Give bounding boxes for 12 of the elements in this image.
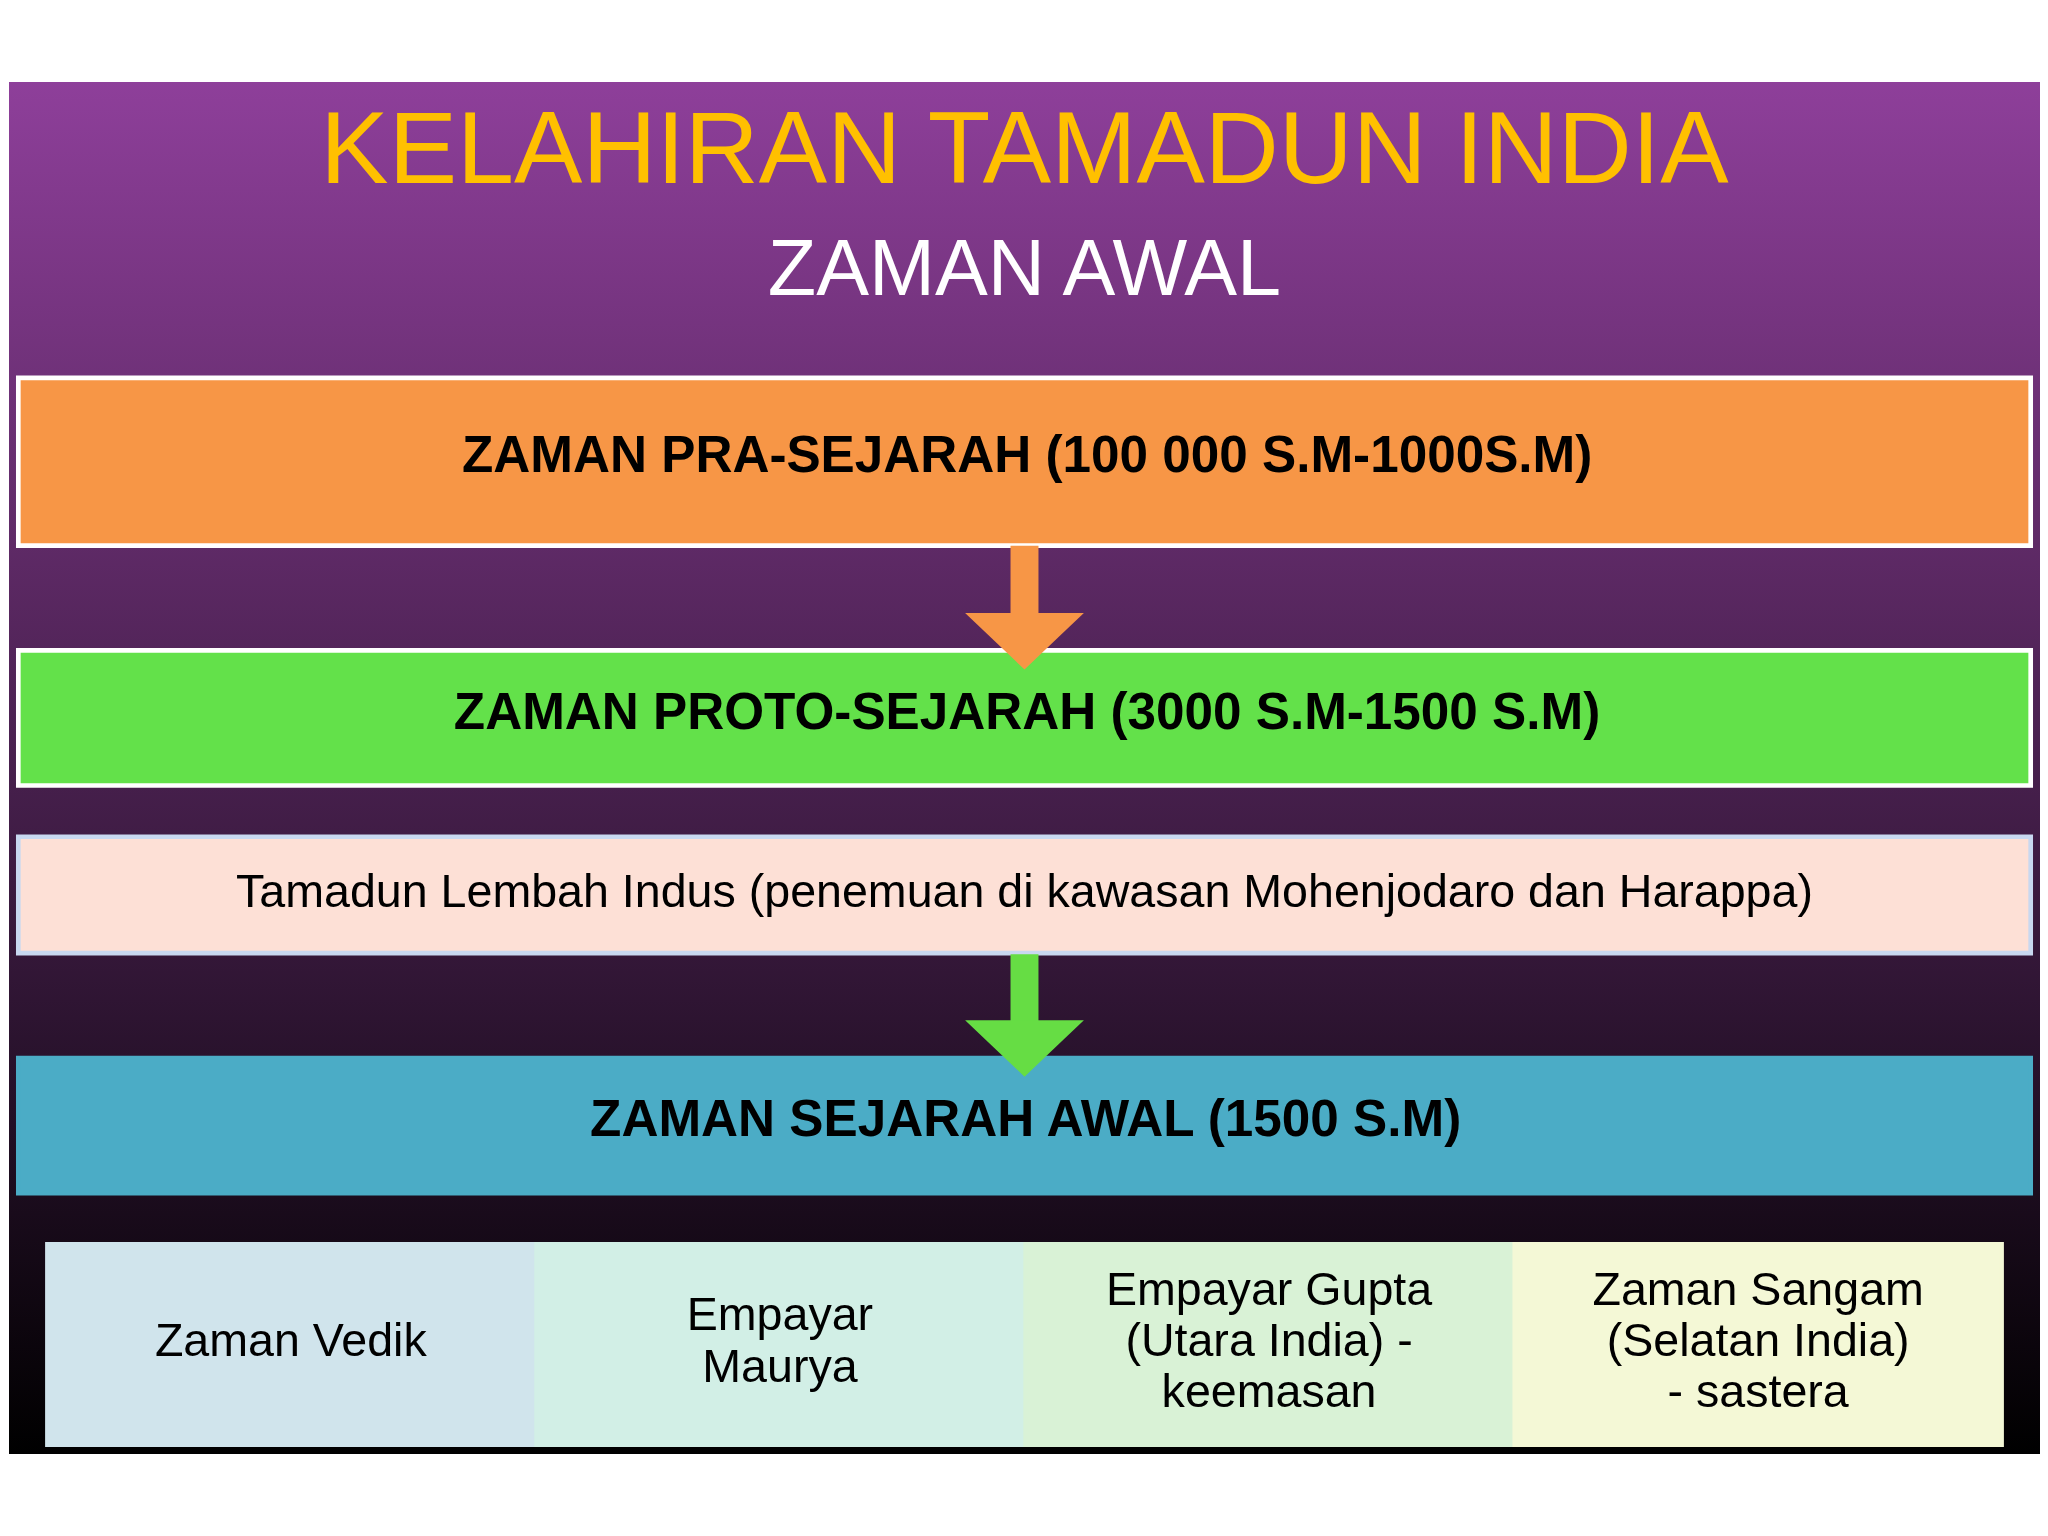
label: ZAMAN AWAL (767, 222, 1281, 312)
node-box: Zaman Vedik (44, 1242, 537, 1447)
diagram-title: KELAHIRAN TAMADUN INDIA (319, 89, 1729, 205)
node-box: Tamadun Lembah Indus (penemuan di kawasan Mohenjodaro dan Harappa) (15, 834, 2033, 956)
node-box: ZAMAN PRA-SEJARAH (100 000 S.M-1000S.M) (15, 375, 2033, 548)
arrow (964, 954, 1084, 1077)
node-box: ZAMAN PROTO-SEJARAH (3000 S.M-1500 S.M) (15, 648, 2033, 788)
arrow (964, 545, 1084, 670)
node-box: Empayar Maurya (533, 1242, 1026, 1447)
node-box: Zaman Sangam (Selatan India) - sastera (1511, 1242, 2004, 1447)
node-box: ZAMAN SEJARAH AWAL (1500 S.M) (15, 1055, 2033, 1196)
node-box: Empayar Gupta (Utara India) - keemasan (1022, 1242, 1515, 1447)
